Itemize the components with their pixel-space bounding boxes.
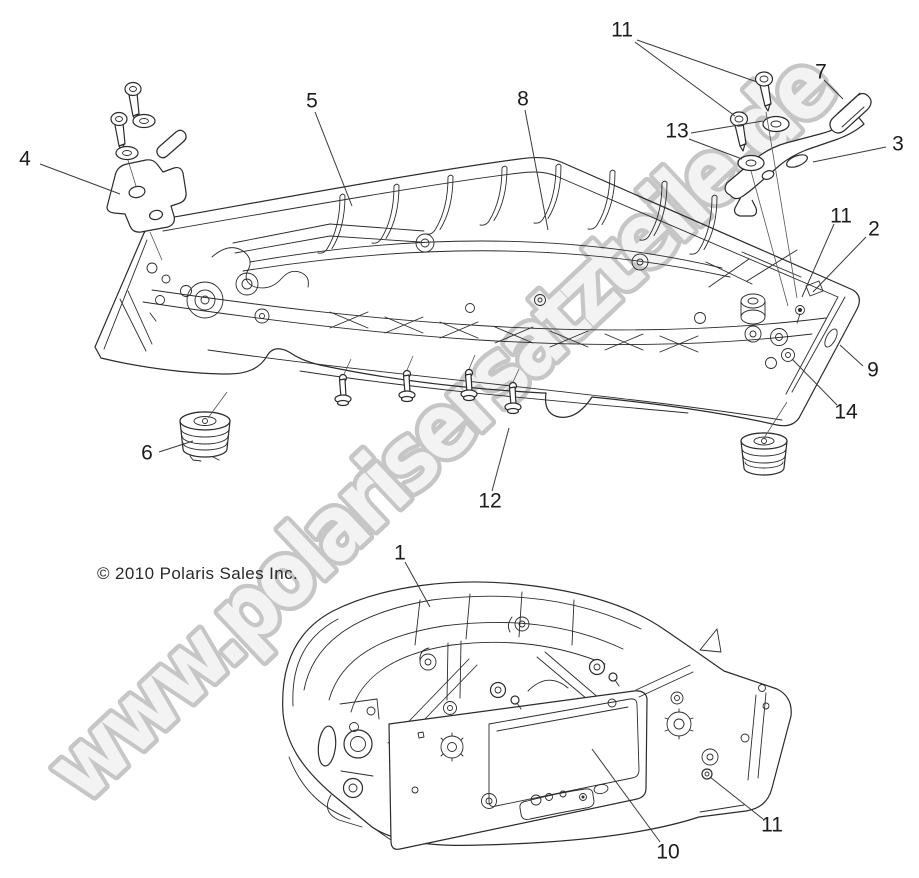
pan-lattice [329,311,699,353]
pan-bosses [415,233,706,324]
callout-part-2: 2 [868,217,880,241]
callout-part-11-screws-top: 11 [611,18,633,42]
copyright-notice: © 2010 Polaris Sales Inc. [97,564,299,583]
callout-part-11-right: 11 [830,204,852,228]
hinge-bracket-right [724,71,872,217]
callout-part-10: 10 [656,840,680,864]
pivot-pin [829,92,872,134]
rubber-bumper-right [740,432,788,476]
callout-part-11-back: 11 [761,813,783,837]
rubber-bumper-left [179,411,231,462]
seat-back-dome-hardware [489,658,620,710]
callout-part-13: 13 [665,119,689,143]
mounting-bracket-left [106,81,187,233]
callout-part-1: 1 [394,541,406,565]
seat-back-left-cluster [317,698,380,799]
callout-part-12: 12 [478,489,502,513]
callout-part-7: 7 [815,60,827,84]
pan-ribs [317,163,718,255]
back-panel [388,679,648,850]
callout-part-14: 14 [834,400,858,424]
hinge-screws [729,71,774,152]
callout-part-5: 5 [306,89,318,113]
callout-part-8: 8 [517,87,529,111]
leader-lines [39,39,887,843]
pan-latch-mechanism [119,262,270,352]
pan-screws-row [334,368,522,415]
seat-pan [94,156,860,427]
callout-part-9: 9 [867,358,879,382]
hinge-washers [737,115,790,172]
callout-part-3: 3 [892,132,904,156]
callout-part-4: 4 [19,147,31,171]
bracket-cylinder [156,129,187,159]
seat-back [282,581,792,850]
pan-hinge-boss-cluster [705,249,838,369]
callout-part-6: 6 [141,441,153,465]
bracket-screws [110,81,156,161]
assembly-lines [127,111,798,439]
seat-back-right-frame [635,628,770,813]
